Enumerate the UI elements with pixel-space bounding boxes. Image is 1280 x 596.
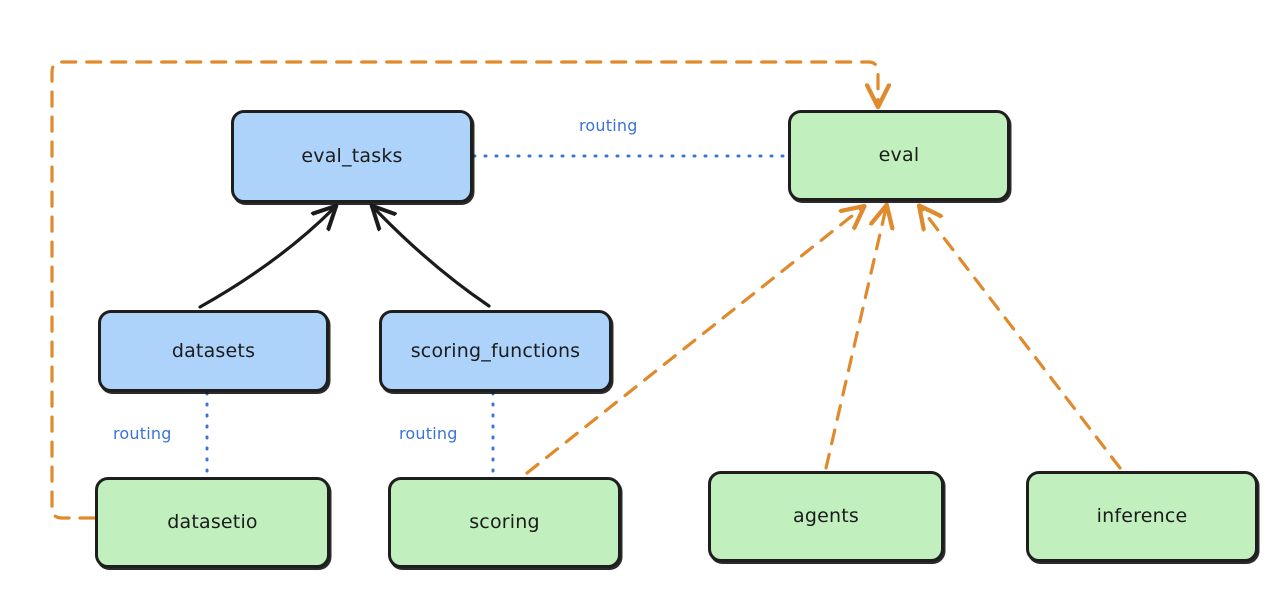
node-scoring[interactable]: scoring [388,477,621,568]
node-eval[interactable]: eval [788,110,1010,201]
edge-inference-to-eval [921,208,1122,470]
node-label: scoring_functions [410,339,581,362]
node-inference[interactable]: inference [1026,471,1258,562]
edge-scoring_functions-to-eval_tasks [374,208,491,308]
node-eval-tasks[interactable]: eval_tasks [231,110,473,203]
node-label: datasets [171,339,256,362]
edge-label-routing-eval: routing [579,116,638,135]
edge-label-routing-datasets: routing [113,424,172,443]
edge-scoring-to-eval [525,208,862,475]
node-label: inference [1096,505,1188,527]
node-agents[interactable]: agents [708,471,944,562]
node-datasetio[interactable]: datasetio [95,477,330,568]
edge-datasets-to-eval_tasks [198,208,334,309]
edge-datasetio-to-eval [50,60,878,520]
node-label: datasetio [167,511,258,533]
node-label: scoring [469,511,540,533]
node-label: eval [878,144,920,166]
node-label: eval_tasks [301,145,403,167]
node-scoring-functions[interactable]: scoring_functions [379,310,612,392]
edge-label-routing-scoring: routing [399,424,458,443]
node-label: agents [793,505,859,527]
node-datasets[interactable]: datasets [98,310,329,392]
edge-agents-to-eval [824,208,886,470]
